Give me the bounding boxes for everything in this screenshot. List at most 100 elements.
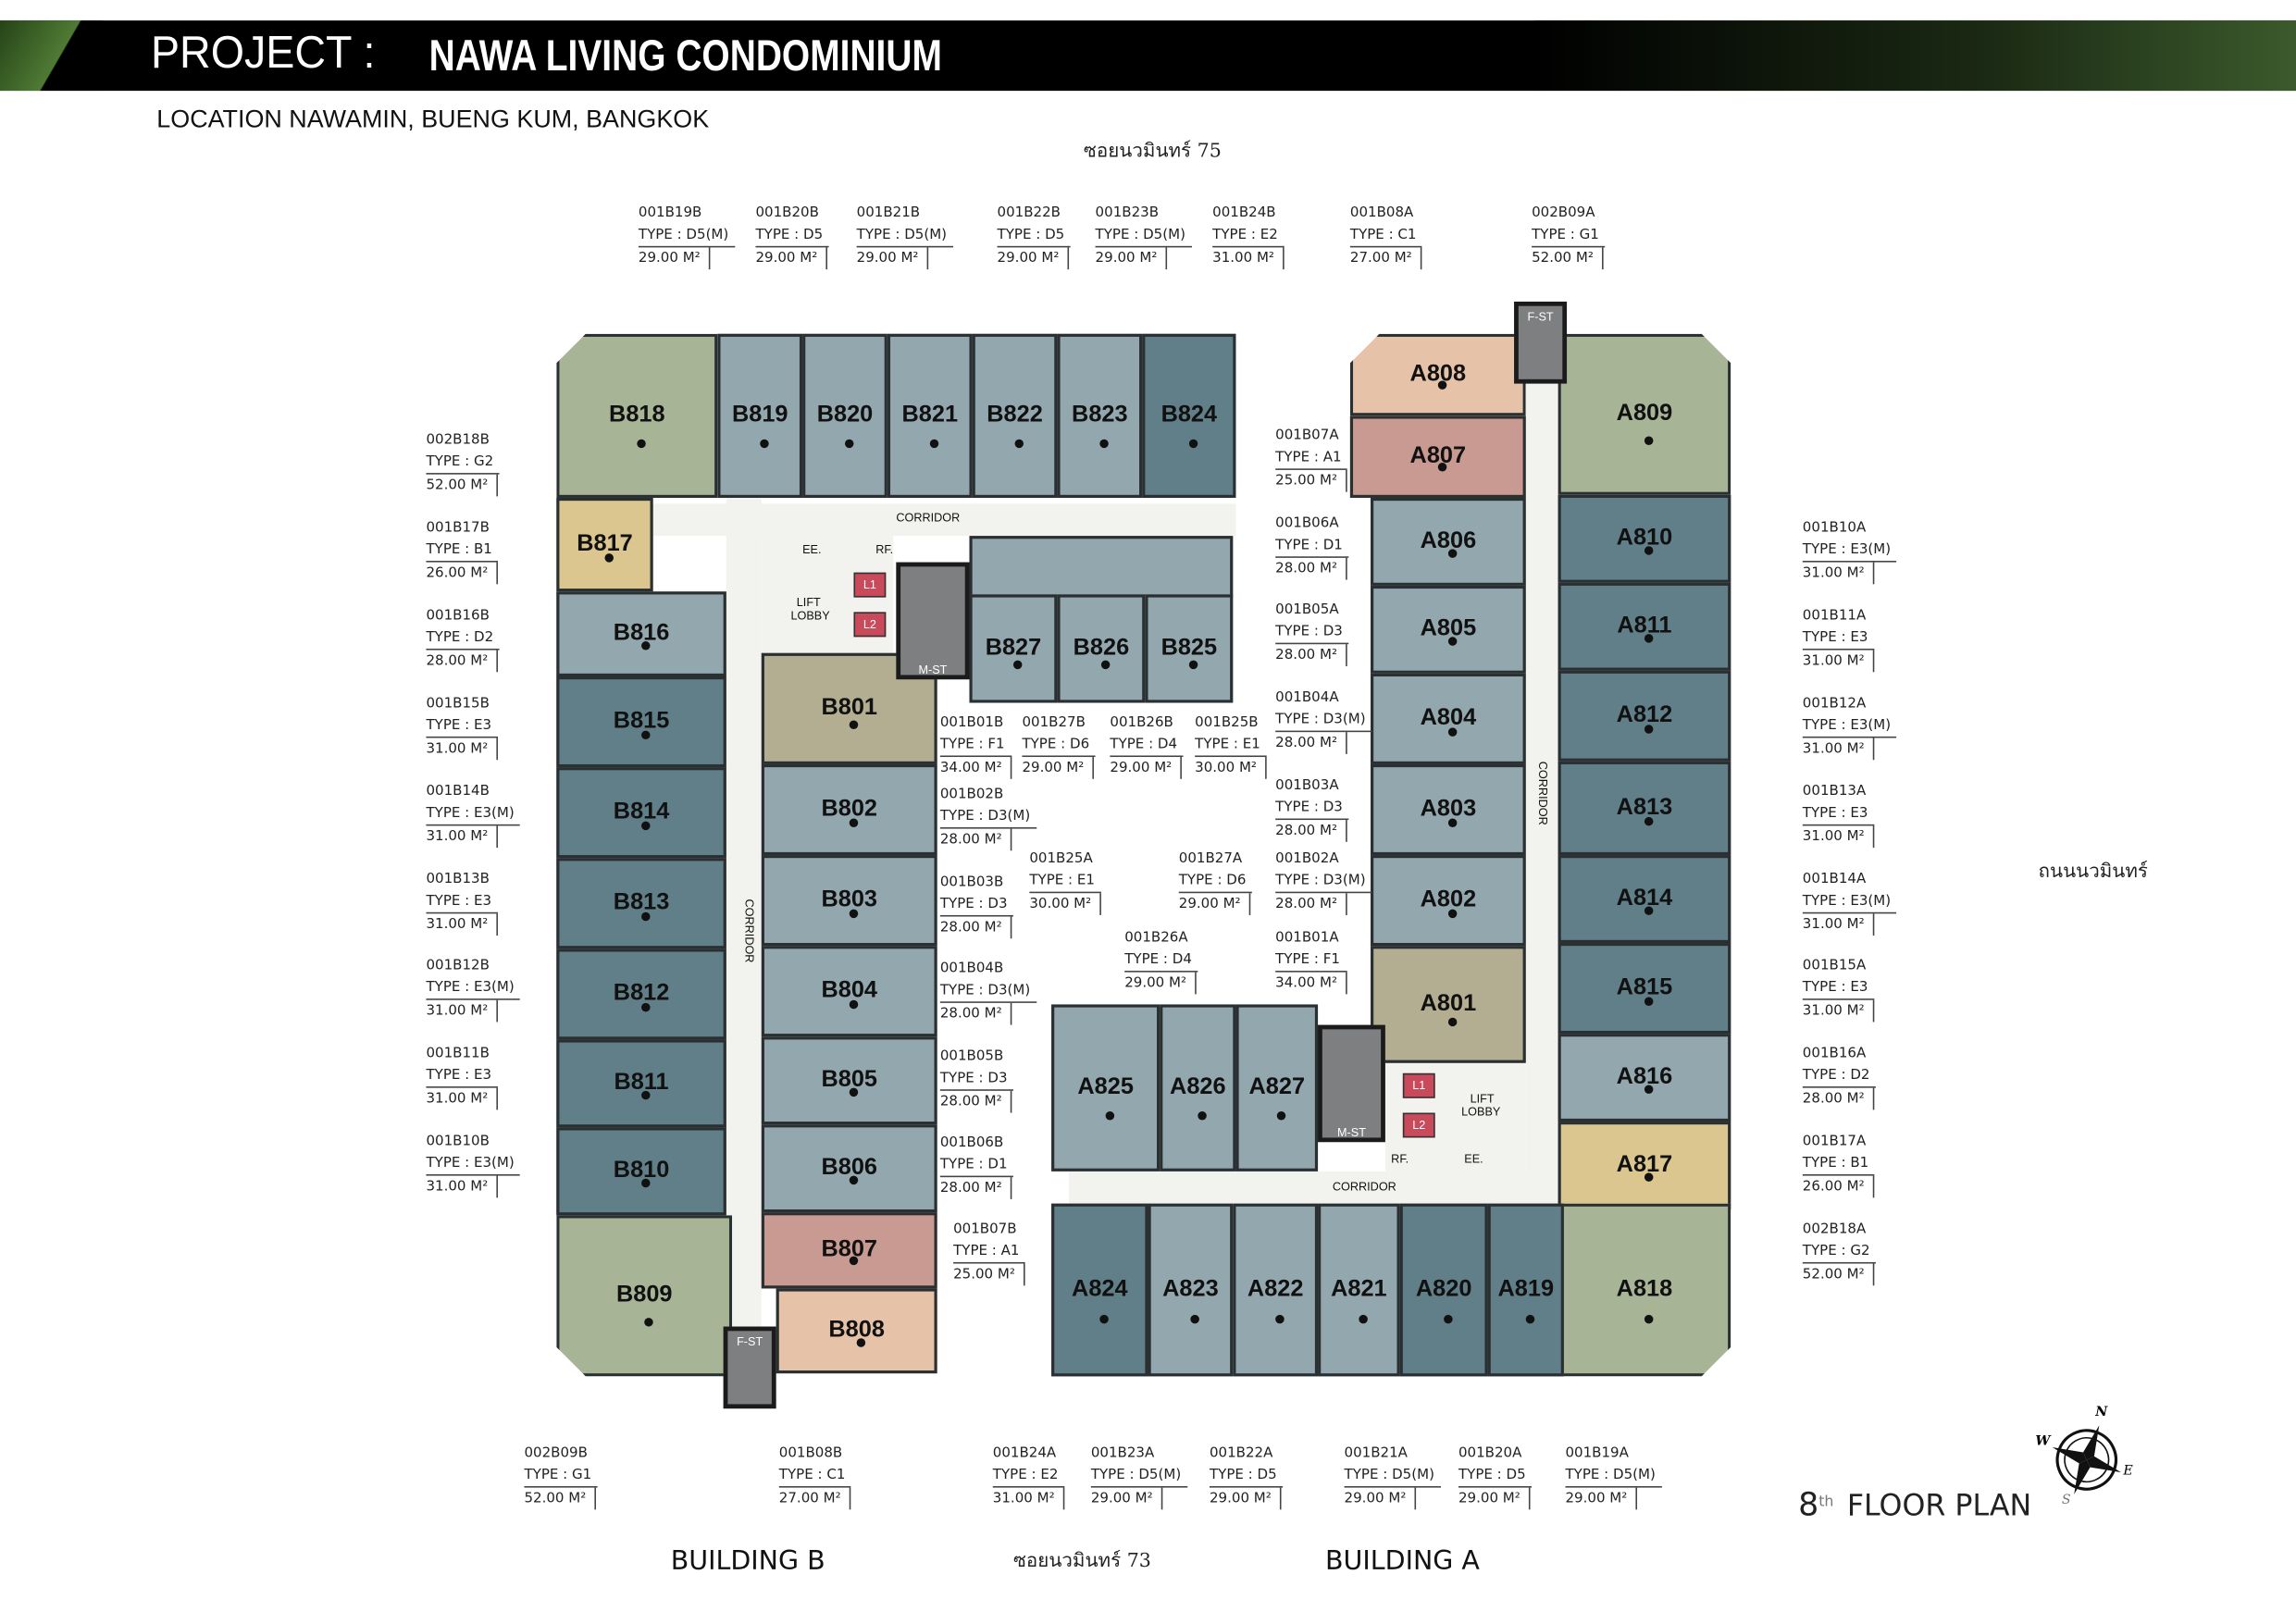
unit-marker-dot <box>849 1175 859 1185</box>
unit-a820[interactable]: A820 <box>1399 1203 1488 1377</box>
unit-b827[interactable]: B827 <box>969 594 1058 703</box>
street-label-bottom: ซอยนวมินทร์ 73 <box>1012 1550 1151 1573</box>
unit-a826[interactable]: A826 <box>1160 1004 1236 1172</box>
unit-a805[interactable]: A805 <box>1371 585 1526 674</box>
rf-label: RF. <box>1391 1152 1409 1166</box>
unit-b803[interactable]: B803 <box>761 855 937 947</box>
unit-a802[interactable]: A802 <box>1371 855 1526 947</box>
unit-b806[interactable]: B806 <box>761 1124 937 1213</box>
unit-b826[interactable]: B826 <box>1057 594 1146 703</box>
unit-b823[interactable]: B823 <box>1057 333 1143 498</box>
unit-marker-dot <box>1447 549 1458 559</box>
unit-a807[interactable]: A807 <box>1349 415 1526 498</box>
unit-b821[interactable]: B821 <box>887 333 973 498</box>
lift-lobby-label: LOBBY <box>1461 1105 1501 1119</box>
unit-a811[interactable]: A811 <box>1558 582 1731 671</box>
corridor <box>1069 1171 1632 1204</box>
unit-b824[interactable]: B824 <box>1142 333 1236 498</box>
unit-marker-dot <box>1644 634 1654 643</box>
lift-l1[interactable]: L1 <box>853 572 887 598</box>
unit-a806[interactable]: A806 <box>1371 497 1526 586</box>
unit-b814[interactable]: B814 <box>556 767 726 859</box>
lift-l2[interactable]: L2 <box>853 612 887 638</box>
unit-type: TYPE : D3 <box>1275 621 1349 645</box>
m-stair-b: M-ST <box>896 562 970 680</box>
unit-b808[interactable]: B808 <box>776 1288 937 1374</box>
unit-a821[interactable]: A821 <box>1318 1203 1400 1377</box>
unit-a803[interactable]: A803 <box>1371 763 1526 856</box>
unit-a814[interactable]: A814 <box>1558 855 1731 944</box>
lift-l2[interactable]: L2 <box>1402 1112 1435 1138</box>
corridor <box>1525 383 1558 1175</box>
unit-b817[interactable]: B817 <box>556 497 653 592</box>
unit-label: A818 <box>1616 1276 1673 1302</box>
unit-type: TYPE : E3 <box>1802 626 1875 651</box>
unit-a816[interactable]: A816 <box>1558 1034 1731 1122</box>
unit-a808[interactable]: A808 <box>1349 333 1526 416</box>
unit-marker-dot <box>1276 1110 1286 1121</box>
unit-marker-dot <box>849 999 859 1009</box>
unit-a809[interactable]: A809 <box>1558 334 1731 495</box>
unit-b815[interactable]: B815 <box>556 676 726 768</box>
unit-a817[interactable]: A817 <box>1558 1122 1731 1209</box>
unit-code: 001B13B <box>426 871 490 887</box>
unit-a819[interactable]: A819 <box>1487 1203 1564 1377</box>
unit-code: 001B05B <box>939 1048 1004 1065</box>
unit-area: 29.00 M² <box>639 247 711 270</box>
unit-b805[interactable]: B805 <box>761 1036 937 1125</box>
unit-label: A813 <box>1616 795 1673 821</box>
unit-b820[interactable]: B820 <box>802 333 887 498</box>
unit-area: 52.00 M² <box>1532 247 1604 270</box>
unit-a825[interactable]: A825 <box>1051 1004 1160 1172</box>
unit-label: B801 <box>821 695 877 721</box>
unit-label: B826 <box>1073 635 1130 661</box>
unit-marker-dot <box>1525 1314 1535 1324</box>
unit-area: 29.00 M² <box>1345 1487 1417 1510</box>
unit-b807[interactable]: B807 <box>761 1212 937 1289</box>
unit-area: 52.00 M² <box>524 1487 597 1510</box>
unit-area: 31.00 M² <box>1803 562 1875 585</box>
unit-b819[interactable]: B819 <box>717 333 803 498</box>
unit-a801[interactable]: A801 <box>1371 946 1526 1063</box>
unit-label: A803 <box>1420 796 1477 822</box>
unit-b813[interactable]: B813 <box>556 858 726 949</box>
unit-a823[interactable]: A823 <box>1148 1203 1234 1377</box>
lift-l1[interactable]: L1 <box>1402 1072 1435 1098</box>
unit-a810[interactable]: A810 <box>1558 494 1731 583</box>
unit-b802[interactable]: B802 <box>761 763 937 856</box>
unit-a822[interactable]: A822 <box>1233 1203 1319 1377</box>
unit-b822[interactable]: B822 <box>972 333 1058 498</box>
unit-b812[interactable]: B812 <box>556 948 726 1040</box>
unit-label: A804 <box>1420 705 1477 731</box>
unit-b811[interactable]: B811 <box>556 1039 726 1128</box>
unit-b809[interactable]: B809 <box>556 1215 732 1376</box>
unit-marker-dot <box>1359 1314 1368 1324</box>
unit-a812[interactable]: A812 <box>1558 670 1731 762</box>
unit-code: 001B20B <box>755 205 819 221</box>
unit-b818[interactable]: B818 <box>556 333 718 498</box>
unit-a804[interactable]: A804 <box>1371 673 1526 764</box>
unit-b825[interactable]: B825 <box>1145 594 1234 703</box>
unit-type: TYPE : D5(M) <box>1344 1464 1441 1488</box>
unit-label: A811 <box>1617 613 1672 638</box>
unit-a813[interactable]: A813 <box>1558 761 1731 856</box>
unit-a818[interactable]: A818 <box>1558 1204 1731 1377</box>
unit-label: A810 <box>1616 526 1673 551</box>
unit-a827[interactable]: A827 <box>1235 1004 1319 1172</box>
unit-marker-dot <box>1644 1085 1654 1095</box>
unit-a824[interactable]: A824 <box>1051 1203 1148 1377</box>
unit-code: 002B09A <box>1532 205 1595 221</box>
unit-b804[interactable]: B804 <box>761 946 937 1037</box>
unit-type: TYPE : G1 <box>524 1464 598 1488</box>
unit-a815[interactable]: A815 <box>1558 943 1731 1035</box>
unit-b816[interactable]: B816 <box>556 591 726 677</box>
unit-b810[interactable]: B810 <box>556 1127 726 1216</box>
